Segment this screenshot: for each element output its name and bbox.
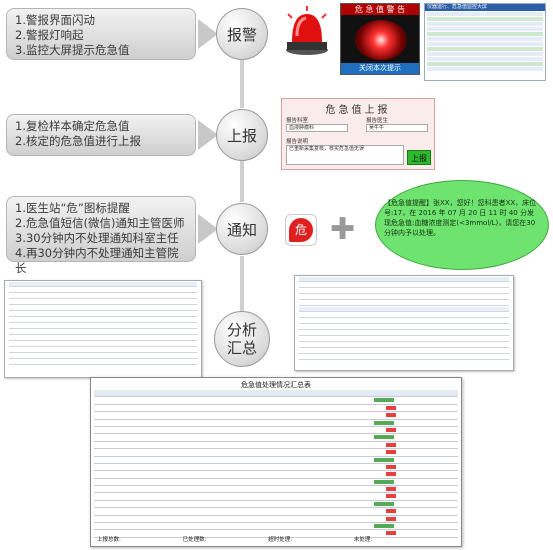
report-form: 危急值上报 报告科室 血液肿瘤科 报告医生 吴牛牛 报告说明 已重新采集复核，核… [281, 98, 435, 170]
doctor-label: 报告医生 [366, 118, 389, 124]
table-row [94, 390, 458, 398]
table-row [94, 501, 458, 509]
table-row [94, 486, 458, 494]
footer-unhandled: 未处理: [353, 537, 373, 543]
table-row [94, 412, 458, 420]
step-circle-notify: 通知 [216, 203, 268, 255]
alarm-popup: 危 急 值 警 告 关闭本次提示 [340, 3, 420, 75]
danger-app-icon: 危 [285, 214, 317, 246]
footer-overtime: 超时处理: [268, 537, 293, 543]
table-row [94, 397, 458, 405]
connector-2 [240, 160, 244, 202]
alarm-popup-title: 危 急 值 警 告 [341, 4, 419, 15]
submit-report-button[interactable]: 上报 [407, 150, 431, 165]
notify-step-line-4: 4.再30分钟内不处理通知主管院长 [15, 246, 179, 275]
table-row [94, 405, 458, 413]
footer-handled: 已处理数: [182, 537, 207, 543]
table-row [94, 493, 458, 501]
step-label-notify: 通知 [226, 220, 257, 239]
alarm-step-line-3: 3.监控大屏提示危急值 [15, 43, 130, 57]
connector-1 [240, 60, 244, 108]
table-row [94, 471, 458, 479]
footer-total: 上报总数: [97, 537, 121, 543]
report-form-title: 危急值上报 [325, 105, 391, 116]
sms-message: 【危急值提醒】张XX，您好！您科患者XX，床位号:17，在 2016 年 07 … [384, 199, 537, 237]
close-alert-button[interactable]: 关闭本次提示 [341, 63, 419, 74]
doctor-field[interactable]: 吴牛牛 [366, 124, 428, 132]
notify-step-line-3: 3.30分钟内不处理通知科室主任 [15, 231, 179, 245]
step-label-alarm: 报警 [226, 25, 257, 44]
alarm-step-box: 1.警报界面闪动 2.警报灯响起 3.监控大屏提示危急值 [6, 8, 196, 60]
notify-step-box: 1.医生站“危”图标提醒 2.危急值短信(微信)通知主管医师 3.30分钟内不处… [6, 196, 196, 275]
summary-table-title: 危急值处理情况汇总表 [241, 381, 311, 389]
danger-glyph: 危 [289, 218, 313, 242]
monitor-title: 仪器运行、危急值监控大屏 [425, 4, 545, 11]
monitor-screen: 仪器运行、危急值监控大屏 [424, 3, 546, 81]
notify-step-line-1: 1.医生站“危”图标提醒 [15, 201, 130, 215]
table-row [94, 479, 458, 487]
report-step-line-1: 1.复检样本确定危急值 [15, 119, 130, 133]
table-row [94, 457, 458, 464]
table-row [94, 523, 458, 531]
table-row [94, 420, 458, 427]
summary-table: 危急值处理情况汇总表 上报总数: 已处理数: 超时处理: 未处理: [90, 377, 462, 547]
arrow-alarm [198, 19, 218, 49]
alarm-light-icon [355, 20, 407, 60]
table-row [94, 530, 458, 538]
table-row [94, 427, 458, 435]
alarm-step-line-2: 2.警报灯响起 [15, 28, 84, 42]
dept-label: 报告科室 [286, 118, 309, 124]
table-row [94, 449, 458, 457]
table-row [94, 508, 458, 516]
step-circle-alarm: 报警 [216, 8, 268, 60]
plus-icon: ✚ [330, 212, 356, 247]
table-row [94, 442, 458, 450]
notify-step-line-2: 2.危急值短信(微信)通知主管医师 [15, 216, 185, 230]
report-step-box: 1.复检样本确定危急值 2.核定的危急值进行上报 [6, 114, 196, 156]
table-row [94, 516, 458, 524]
dept-field[interactable]: 血液肿瘤科 [286, 124, 348, 132]
siren-icon [286, 6, 328, 55]
summary-footer: 上报总数: 已处理数: 超时处理: 未处理: [97, 535, 372, 543]
arrow-notify [198, 214, 218, 244]
report-step-line-2: 2.核定的危急值进行上报 [15, 134, 141, 148]
alarm-step-line-1: 1.警报界面闪动 [15, 13, 95, 27]
step-label-report: 上报 [226, 126, 257, 145]
arrow-report [198, 120, 218, 150]
step-circle-analysis: 分析汇总 [214, 311, 270, 367]
step-label-analysis: 分析汇总 [226, 321, 257, 357]
note-label: 报告说明 [286, 139, 309, 145]
connector-3 [240, 256, 244, 312]
note-field[interactable]: 已重新采集复核，核实危急值无误 [286, 145, 404, 165]
table-row [94, 464, 458, 472]
sms-bubble [375, 180, 549, 270]
report-doc-left [4, 280, 202, 378]
report-doc-right [294, 275, 514, 371]
table-row [94, 434, 458, 442]
step-circle-report: 上报 [216, 109, 268, 161]
